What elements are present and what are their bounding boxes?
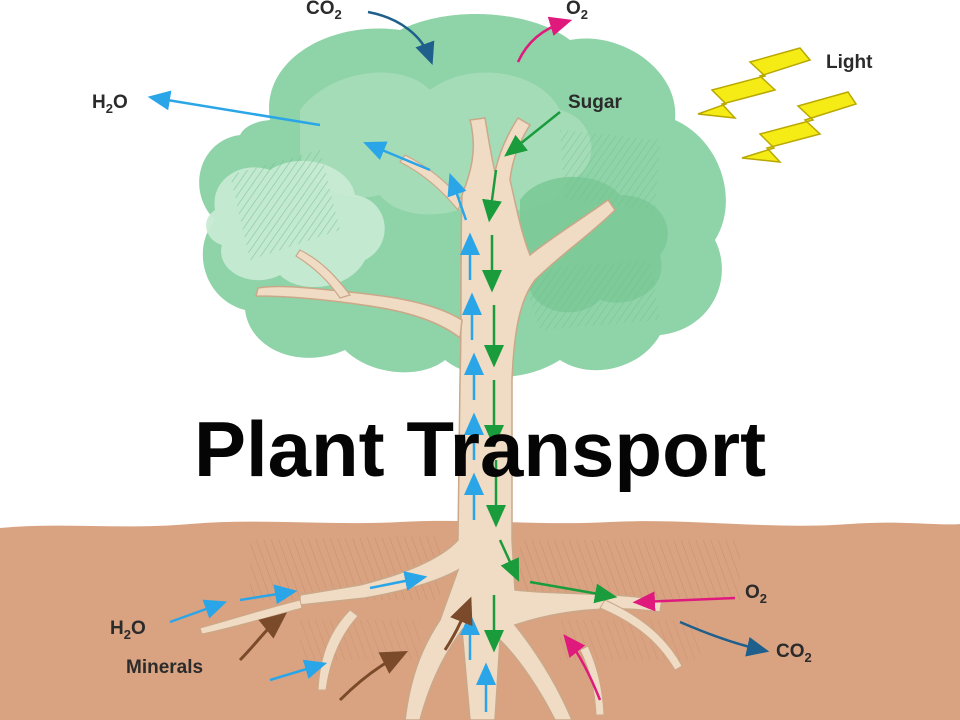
water-arrow bbox=[363, 141, 431, 172]
water-arrow bbox=[269, 659, 328, 682]
sugar-arrow bbox=[482, 169, 502, 223]
water-arrow bbox=[239, 584, 298, 605]
label-o2-top: O2 bbox=[566, 0, 588, 22]
co2-arrow bbox=[679, 620, 770, 657]
water-arrow bbox=[169, 599, 228, 624]
light-bolt-icon bbox=[697, 47, 858, 163]
mineral-arrow bbox=[338, 650, 409, 702]
label-h2o-bottom: H2O bbox=[110, 618, 146, 642]
mineral-arrow bbox=[238, 612, 288, 662]
mineral-flow-arrows bbox=[238, 596, 473, 702]
sugar-arrow bbox=[498, 539, 520, 582]
sugar-arrow bbox=[504, 111, 561, 157]
label-co2-top: CO2 bbox=[306, 0, 342, 22]
label-sugar: Sugar bbox=[568, 92, 622, 113]
water-arrow bbox=[369, 571, 428, 591]
sugar-flow-arrows bbox=[482, 111, 618, 653]
label-co2-bottom: CO2 bbox=[776, 641, 812, 665]
mineral-arrow bbox=[443, 596, 473, 651]
co2-flow-arrows bbox=[367, 10, 770, 657]
co2-arrow bbox=[367, 10, 435, 66]
label-o2-bottom: O2 bbox=[745, 582, 767, 606]
oxygen-flow-arrows bbox=[516, 16, 736, 701]
oxygen-arrow bbox=[516, 16, 573, 63]
label-light: Light bbox=[826, 52, 873, 73]
water-flow-arrows bbox=[147, 90, 496, 712]
sugar-arrow bbox=[529, 580, 618, 604]
slide-title: Plant Transport bbox=[193, 405, 767, 493]
label-minerals: Minerals bbox=[126, 657, 203, 678]
oxygen-arrow bbox=[563, 634, 602, 701]
label-h2o-top: H2O bbox=[92, 92, 128, 116]
oxygen-arrow bbox=[632, 591, 736, 612]
water-arrow bbox=[447, 172, 468, 221]
water-arrow bbox=[147, 90, 321, 127]
